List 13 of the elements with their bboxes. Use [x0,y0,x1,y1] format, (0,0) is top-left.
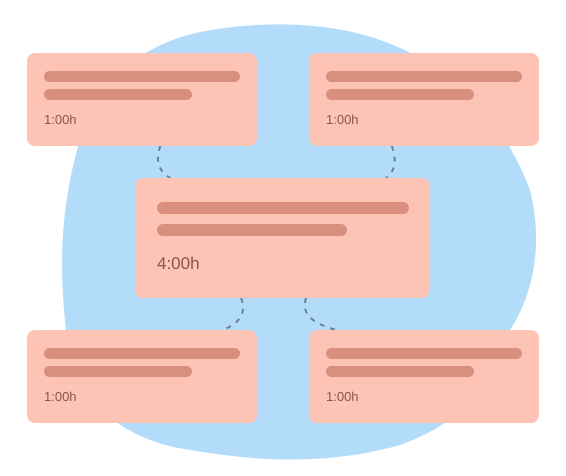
task-card [309,330,539,423]
task-card [135,178,430,298]
duration-text: 1:00h [326,389,359,404]
task-card [27,330,257,423]
connector-line [385,146,396,179]
duration-text: 1:00h [326,112,359,127]
duration-text: 1:00h [44,389,77,404]
duration-text: 4:00h [157,254,200,274]
connector-line [304,298,337,331]
task-card [27,53,257,146]
task-card [309,53,539,146]
duration-text: 1:00h [44,112,77,127]
connector-line [156,146,171,179]
